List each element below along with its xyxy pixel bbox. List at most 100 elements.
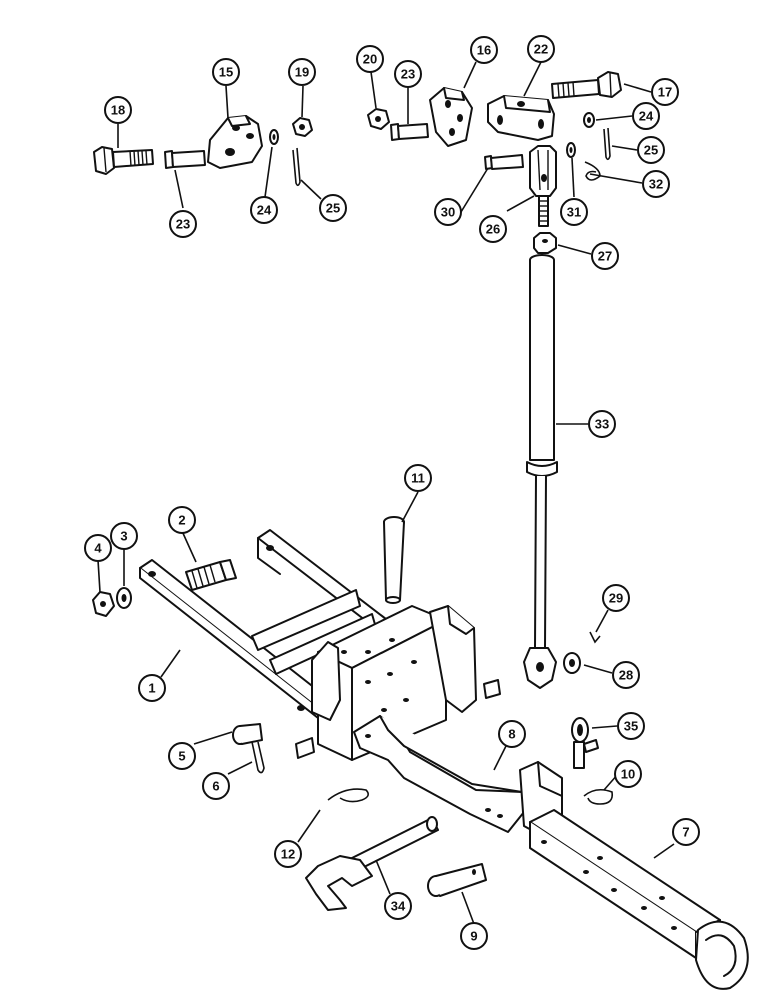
callout-31: 31 (560, 198, 588, 226)
callout-label-23-left: 23 (176, 217, 190, 232)
callout-label-12: 12 (281, 847, 295, 862)
clip-12 (327, 788, 370, 803)
callout-25-left: 25 (319, 194, 347, 222)
callout-5: 5 (168, 742, 196, 770)
callout-label-25-left: 25 (326, 201, 340, 216)
pin-23-left (164, 150, 206, 169)
nut-27 (533, 232, 557, 254)
callout-20: 20 (356, 45, 384, 73)
clevis-26 (529, 145, 557, 227)
nut-4 (92, 591, 115, 617)
callout-label-15: 15 (219, 65, 233, 80)
pin-30 (484, 154, 524, 170)
callout-label-9: 9 (470, 929, 477, 944)
callout-32: 32 (642, 170, 670, 198)
pin-35 (571, 717, 599, 769)
callout-label-20: 20 (363, 52, 377, 67)
callout-24-left: 24 (250, 196, 278, 224)
callout-label-2: 2 (178, 513, 185, 528)
callout-26: 26 (479, 215, 507, 243)
washer-24-left (269, 129, 279, 145)
callout-9: 9 (460, 922, 488, 950)
callout-label-35: 35 (624, 719, 638, 734)
callout-28: 28 (612, 661, 640, 689)
callout-label-24-left: 24 (257, 203, 272, 218)
callout-label-32: 32 (649, 177, 663, 192)
pin-29 (589, 631, 601, 644)
callout-label-24-right: 24 (639, 109, 654, 124)
callout-3: 3 (110, 522, 138, 550)
clip-25-left (292, 147, 301, 187)
pin-9 (427, 863, 487, 897)
callout-12: 12 (274, 840, 302, 868)
callout-label-4: 4 (94, 541, 102, 556)
callout-label-11: 11 (411, 471, 425, 486)
callout-4: 4 (84, 534, 112, 562)
callout-label-25-right: 25 (644, 143, 658, 158)
callout-label-22: 22 (534, 42, 548, 57)
callout-label-26: 26 (486, 222, 500, 237)
bolt-2 (185, 559, 237, 591)
callout-label-23-right: 23 (401, 67, 415, 82)
callout-label-31: 31 (567, 205, 581, 220)
top-link-33 (523, 254, 558, 689)
callout-label-5: 5 (178, 749, 185, 764)
callout-2: 2 (168, 506, 196, 534)
callout-label-3: 3 (120, 529, 127, 544)
callout-7: 7 (672, 818, 700, 846)
washer-31 (566, 142, 576, 158)
callout-label-6: 6 (212, 779, 219, 794)
callout-11: 11 (404, 464, 432, 492)
callout-16: 16 (470, 36, 498, 64)
callout-label-7: 7 (682, 825, 689, 840)
callout-label-10: 10 (621, 767, 635, 782)
callout-label-29: 29 (609, 591, 623, 606)
callout-18: 18 (104, 96, 132, 124)
nut-20 (367, 108, 390, 130)
bracket-15 (207, 115, 263, 169)
callout-label-18: 18 (111, 103, 125, 118)
callout-label-17: 17 (658, 85, 672, 100)
bolt-18 (93, 146, 154, 175)
clip-32 (584, 161, 601, 181)
callout-label-33: 33 (595, 417, 609, 432)
leader-lines (97, 61, 675, 925)
hook-pin-34 (305, 816, 439, 911)
callout-33: 33 (588, 410, 616, 438)
callout-23-left: 23 (169, 210, 197, 238)
callout-35: 35 (617, 712, 645, 740)
pin-23-right (390, 123, 429, 141)
pin-5 (232, 723, 263, 745)
callout-label-30: 30 (441, 205, 455, 220)
callout-10: 10 (614, 760, 642, 788)
callout-label-28: 28 (619, 668, 633, 683)
callout-6: 6 (202, 772, 230, 800)
callout-label-19: 19 (295, 65, 309, 80)
washer-3 (116, 587, 132, 609)
callout-8: 8 (498, 720, 526, 748)
callout-label-34: 34 (391, 899, 406, 914)
bolt-17 (551, 71, 622, 99)
clip-6 (251, 741, 265, 774)
callout-30: 30 (434, 198, 462, 226)
callout-24-right: 24 (632, 102, 660, 130)
callout-23-right: 23 (394, 60, 422, 88)
callout-29: 29 (602, 584, 630, 612)
clip-10 (583, 788, 614, 805)
bracket-16 (429, 87, 473, 147)
pin-11 (383, 516, 405, 604)
nut-19 (292, 117, 313, 137)
washer-24-right (583, 112, 595, 128)
callout-label-27: 27 (598, 249, 612, 264)
callout-22: 22 (527, 35, 555, 63)
washer-28 (563, 652, 581, 674)
callout-34: 34 (384, 892, 412, 920)
clevis-block-22 (487, 95, 555, 141)
callout-15: 15 (212, 58, 240, 86)
callout-25-right: 25 (637, 136, 665, 164)
callout-17: 17 (651, 78, 679, 106)
callout-27: 27 (591, 242, 619, 270)
extension-7 (519, 761, 749, 990)
